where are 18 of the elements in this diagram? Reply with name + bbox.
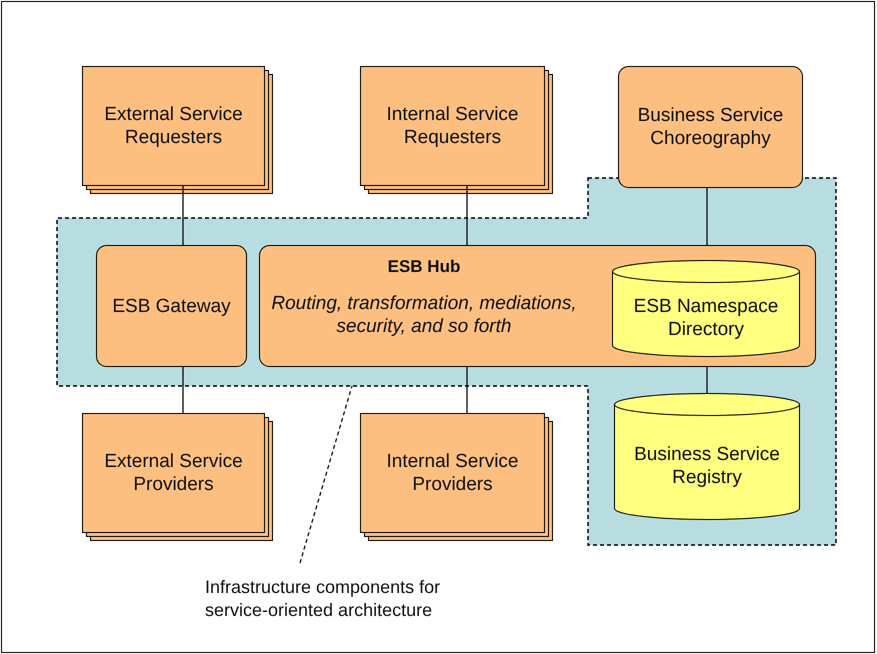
connector-line — [466, 186, 468, 245]
connector-line — [706, 367, 708, 393]
connector-line — [182, 367, 184, 413]
node-label: Internal Service Requesters — [385, 103, 520, 149]
node-label: ESB Namespace Directory — [632, 294, 780, 340]
connector-line — [182, 186, 184, 245]
annotation-text: Infrastructure components for service-oriented architecture — [205, 576, 442, 622]
hub-description: Routing, transformation, mediations, security, and so forth — [270, 292, 578, 338]
node-label: Internal Service Providers — [385, 450, 520, 496]
connector-line — [706, 188, 708, 245]
node-label: Business Service Registry — [633, 442, 781, 488]
connector-line — [466, 367, 468, 413]
node-label: Business Service Choreography — [636, 104, 784, 150]
node-label: ESB Gateway — [112, 294, 231, 318]
hub-title: ESB Hub — [388, 256, 460, 278]
node-label: External Service Providers — [103, 450, 244, 496]
leader-line — [299, 386, 353, 564]
node-label: External Service Requesters — [103, 103, 244, 149]
